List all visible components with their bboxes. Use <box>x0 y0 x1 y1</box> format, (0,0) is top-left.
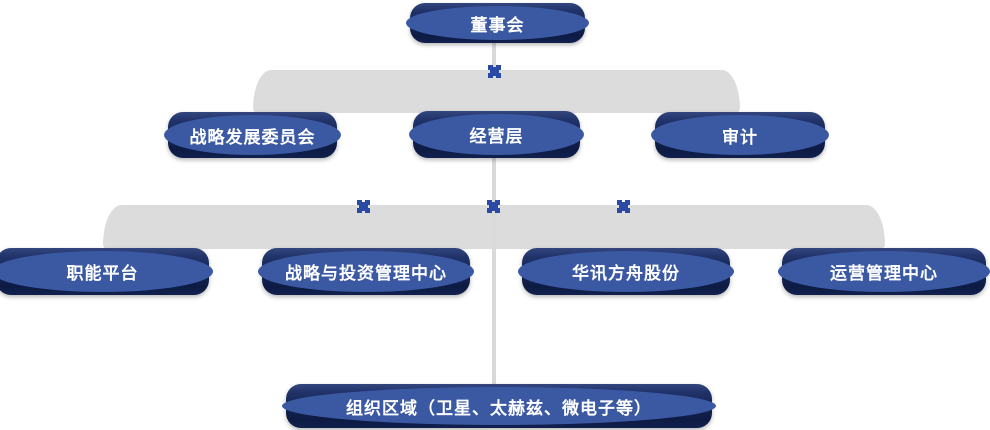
connector-line-main <box>492 158 496 386</box>
org-node-management: 经营层 <box>409 111 584 158</box>
org-node-label: 战略发展委员会 <box>189 127 316 148</box>
org-node-board: 董事会 <box>406 3 589 43</box>
cross-connector-icon <box>487 200 500 213</box>
org-node-org-regions: 组织区域（卫星、太赫兹、微电子等） <box>282 384 716 428</box>
cross-connector-icon <box>617 200 630 213</box>
connector-line-board <box>492 43 496 71</box>
org-node-operations-center: 运营管理中心 <box>778 248 990 295</box>
org-node-label: 战略与投资管理中心 <box>285 264 447 284</box>
org-node-label: 董事会 <box>470 15 525 36</box>
org-node-strategy-investment-center: 战略与投资管理中心 <box>258 248 474 295</box>
org-node-audit: 审计 <box>651 112 829 158</box>
org-node-label: 运营管理中心 <box>830 264 938 284</box>
org-node-huaxun-ark-shares: 华讯方舟股份 <box>518 248 734 295</box>
org-node-label: 职能平台 <box>66 264 139 284</box>
cross-connector-icon <box>357 200 370 213</box>
org-node-strategy-committee: 战略发展委员会 <box>164 112 341 158</box>
org-node-label: 经营层 <box>469 127 524 147</box>
cross-connector-icon <box>488 65 501 78</box>
org-node-functional-platform: 职能平台 <box>0 248 213 295</box>
org-node-label: 华讯方舟股份 <box>572 264 680 284</box>
org-node-label: 审计 <box>722 127 758 148</box>
org-node-label: 组织区域（卫星、太赫兹、微电子等） <box>346 398 652 419</box>
